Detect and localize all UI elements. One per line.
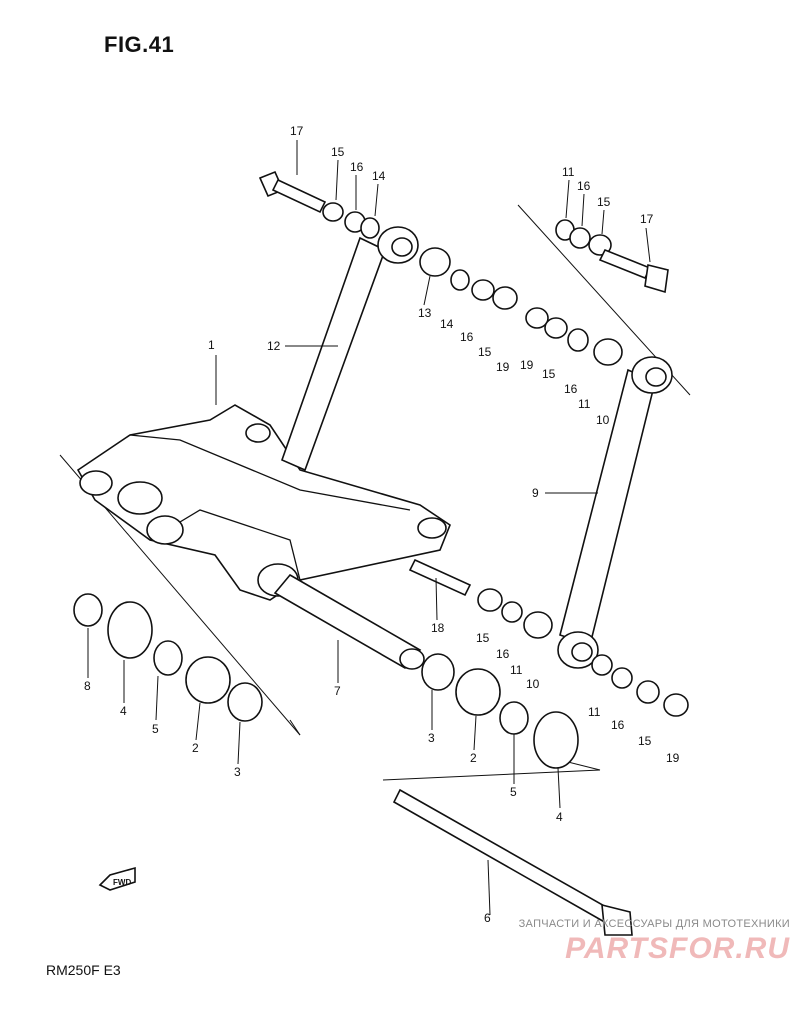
callout: 15 <box>542 367 556 381</box>
callout-labels: 17 15 16 14 11 16 15 17 13 14 16 15 19 1… <box>84 124 680 925</box>
callout: 12 <box>267 339 281 353</box>
callout: 14 <box>372 169 386 183</box>
callout: 15 <box>476 631 490 645</box>
callout: 5 <box>510 785 517 799</box>
callout: 11 <box>578 397 591 411</box>
callout: 9 <box>532 486 539 500</box>
callout: 11 <box>588 705 601 719</box>
cushion-rod-12 <box>280 226 419 472</box>
callout: 15 <box>638 734 652 748</box>
callout: 3 <box>234 765 241 779</box>
leader-lines <box>87 140 651 916</box>
watermark-brand: PARTSFOR.RU <box>565 932 790 965</box>
washers <box>73 202 689 769</box>
callout: 16 <box>460 330 474 344</box>
callout: 15 <box>331 145 345 159</box>
callout: 16 <box>496 647 510 661</box>
watermark-caption: ЗАПЧАСТИ И АКСЕССУАРЫ ДЛЯ МОТОТЕХНИКИ <box>518 918 790 930</box>
callout: 7 <box>334 684 341 698</box>
cushion-rod-9 <box>557 356 673 669</box>
callout: 6 <box>484 911 491 925</box>
fwd-arrow-icon <box>98 866 136 891</box>
callout: 4 <box>556 810 563 824</box>
callout: 16 <box>577 179 591 193</box>
callout: 11 <box>562 165 575 179</box>
callout: 8 <box>84 679 91 693</box>
callout: 17 <box>640 212 654 226</box>
callout: 19 <box>496 360 510 374</box>
callout: 3 <box>428 731 435 745</box>
callout: 18 <box>431 621 445 635</box>
callout: 15 <box>597 195 611 209</box>
callout: 16 <box>564 382 578 396</box>
fwd-label: FWD <box>113 878 131 887</box>
pivot-shaft-7 <box>273 573 425 670</box>
figure-title: FIG.41 <box>104 32 175 57</box>
bolt-6 <box>392 788 633 936</box>
model-code: RM250F E3 <box>46 962 121 978</box>
callout: 15 <box>478 345 492 359</box>
watermark: ЗАПЧАСТИ И АКСЕССУАРЫ ДЛЯ МОТОТЕХНИКИ PA… <box>478 918 790 966</box>
cushion-lever-body <box>76 404 451 601</box>
callout: 11 <box>510 663 523 677</box>
bolt-17-left <box>258 170 327 214</box>
callout: 14 <box>440 317 454 331</box>
callout: 19 <box>520 358 534 372</box>
callout: 16 <box>611 718 625 732</box>
callout: 10 <box>526 677 540 691</box>
callout: 19 <box>666 751 680 765</box>
callout: 16 <box>350 160 364 174</box>
callout: 13 <box>418 306 432 320</box>
callout: 5 <box>152 722 159 736</box>
callout: 1 <box>208 338 215 352</box>
callout: 4 <box>120 704 127 718</box>
callout: 2 <box>470 751 477 765</box>
callout: 17 <box>290 124 304 138</box>
callout: 2 <box>192 741 199 755</box>
callout: 10 <box>596 413 610 427</box>
